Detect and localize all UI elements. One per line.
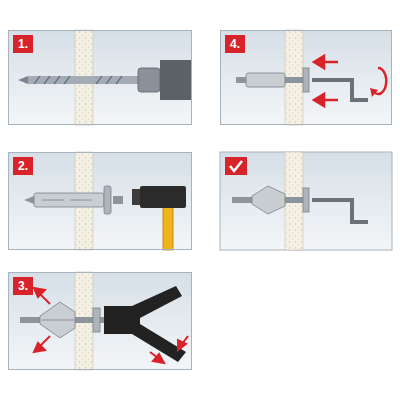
drill-chuck [138,68,160,92]
step-number: 3. [13,277,33,295]
anchor-sleeve [34,193,104,207]
drill-step [8,30,192,125]
drill-body [160,60,192,100]
red-arrows [314,56,338,106]
step-panel: 4. [220,30,392,125]
hook-step [220,30,392,125]
anchor-slits [42,200,92,201]
step-number: 2. [13,157,33,175]
step-number: 1. [13,35,33,53]
screw-head [113,196,123,204]
anchor-head [303,188,309,212]
setting-tool [104,286,186,362]
expanded-anchor [40,302,75,338]
hammer-head [140,186,186,208]
hammer-handle [163,206,173,250]
step-panel: 1. [8,30,192,125]
drill-flutes [34,76,122,84]
drill-tip [18,76,28,84]
anchor-head [93,308,100,332]
panel-ground [8,30,192,125]
anchor-slit [42,320,74,321]
anchor-head [104,186,111,214]
step-panel: 2. [8,152,192,250]
setting-tool-step [8,272,192,370]
expanded-anchor [252,186,285,214]
panel-ground [8,272,192,370]
drill-bit [28,76,140,84]
screw-tip [24,196,34,204]
anchor-sleeve [246,73,285,87]
panel-ground [8,152,192,250]
step-panel: 3. [8,272,192,370]
hammer-face [132,189,140,205]
anchor-head [303,68,309,92]
check-mark [230,161,242,171]
step-number: 4. [225,35,245,53]
panel-ground [220,30,392,125]
hook [312,200,368,222]
rotation-arrowhead [370,88,378,97]
hammer-step [8,152,192,250]
result-step [220,152,392,250]
red-arrows [34,288,188,363]
check-badge [225,157,247,175]
panel-ground [220,152,392,250]
